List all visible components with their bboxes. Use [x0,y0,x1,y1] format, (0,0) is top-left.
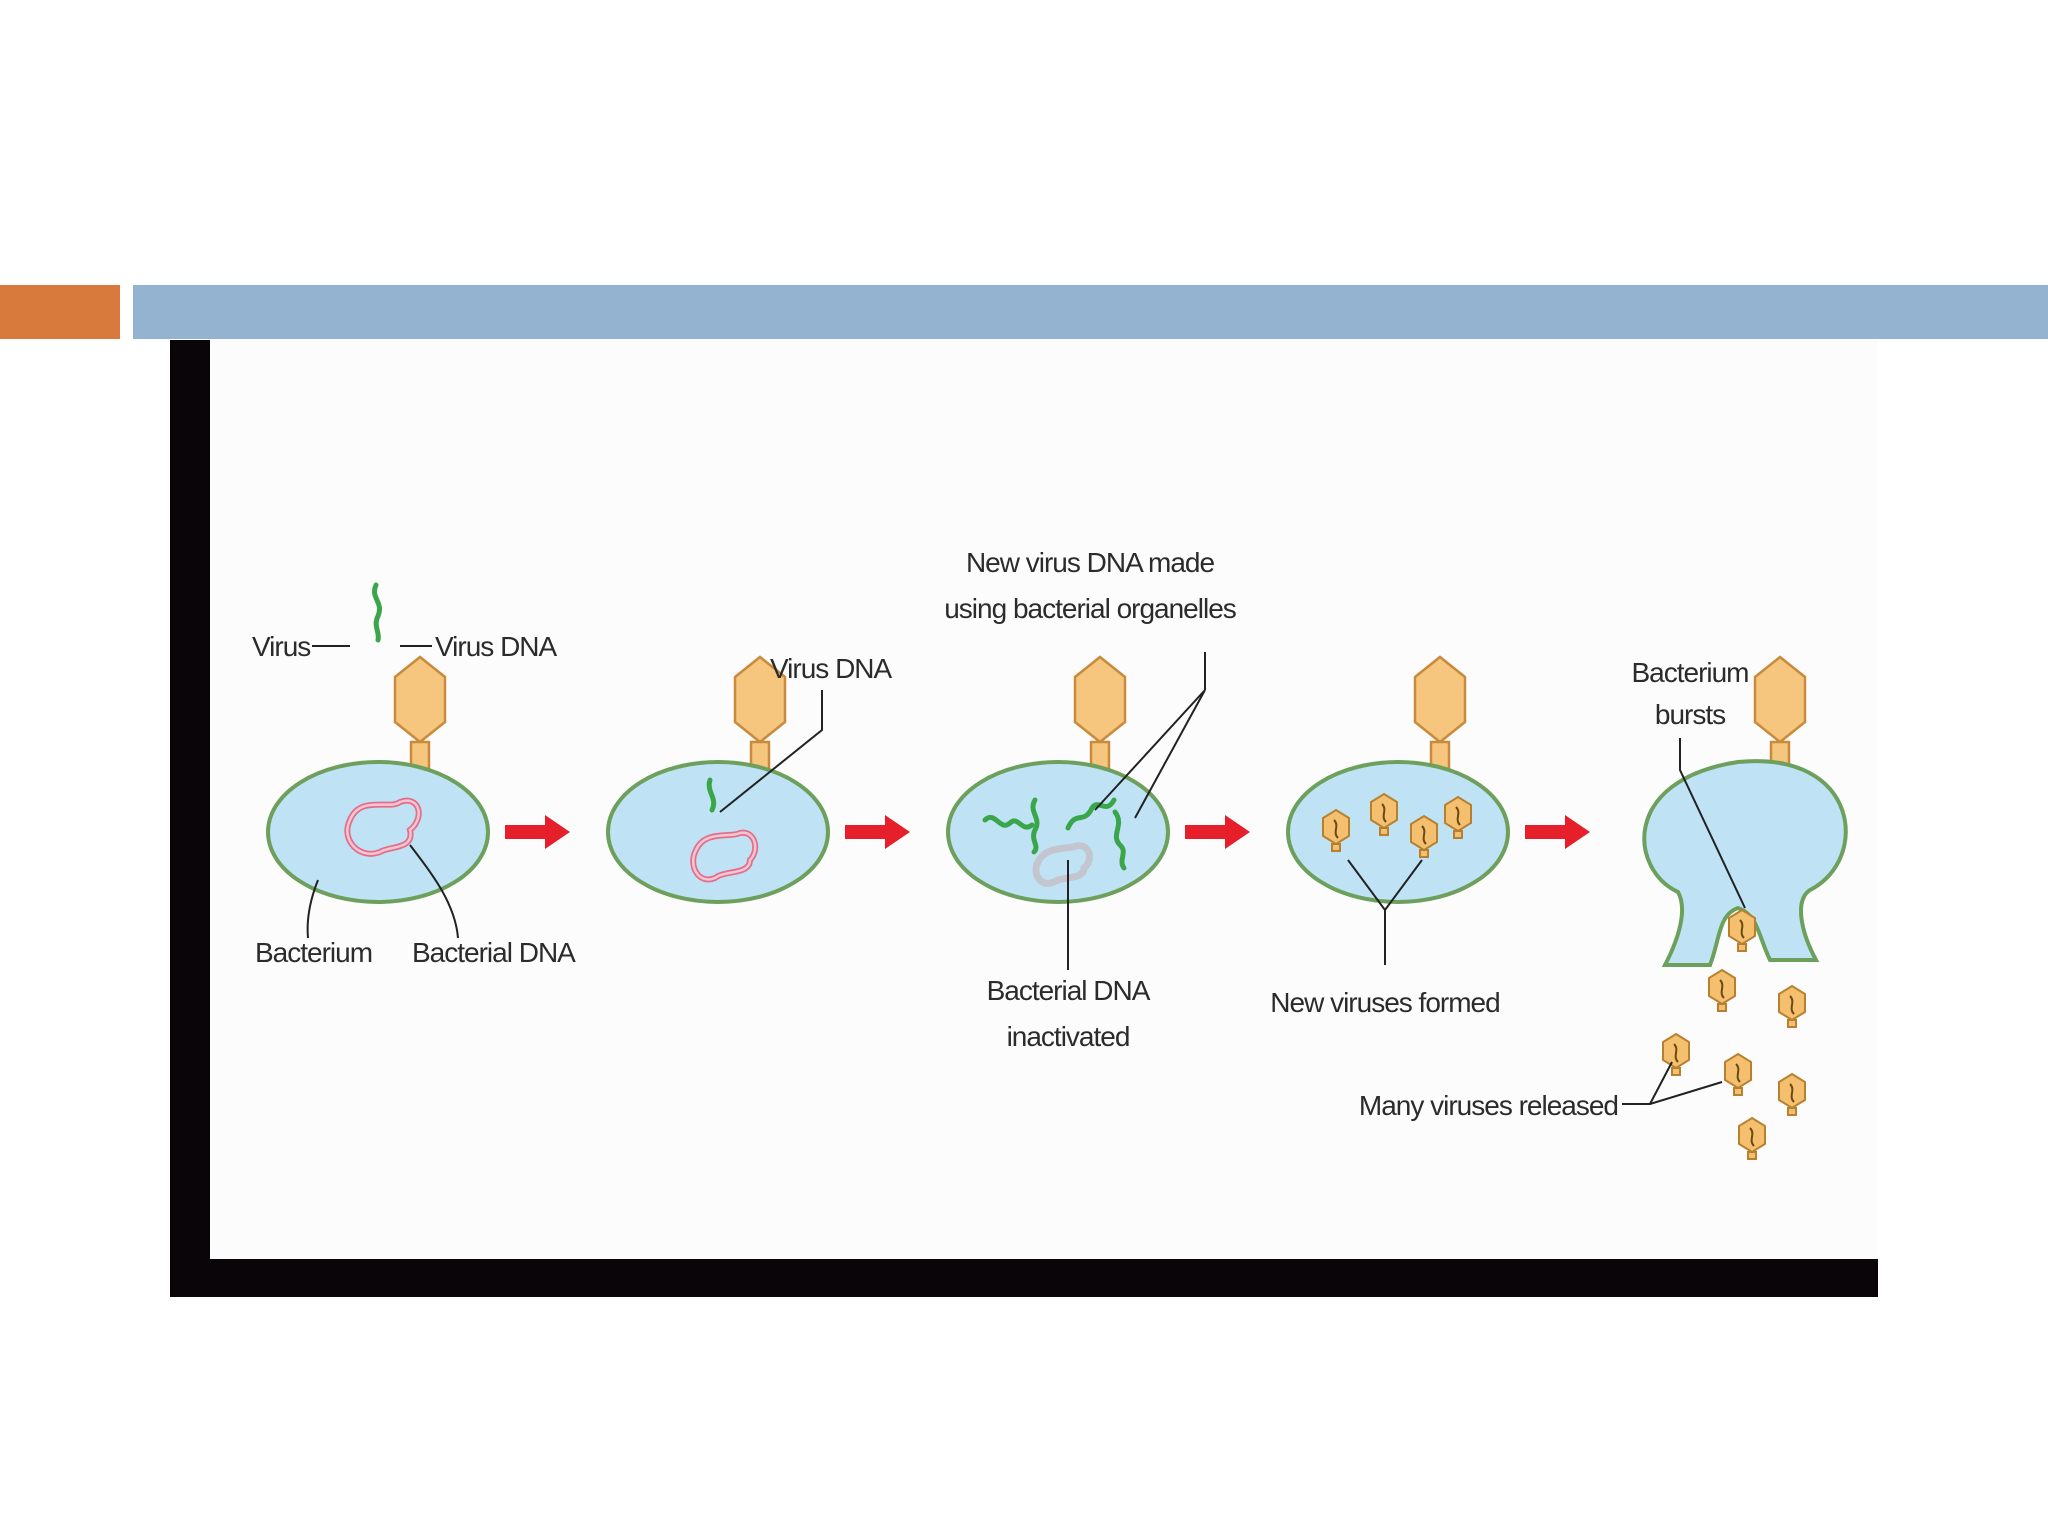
bacterium-bursts-label-line2: bursts [1655,699,1725,730]
arrow-4-icon [1525,815,1590,849]
stage-5-bacterium-bursts: Bacterium bursts Many viruses released [1359,655,1848,1160]
virus-dna-label: Virus DNA [435,631,558,662]
virus-dna-strand-icon [1112,809,1127,871]
bacterium-label: Bacterium [255,937,372,968]
stage-4-new-viruses-formed: New viruses formed [1270,655,1510,1018]
released-virus-particle-icon [1738,1117,1766,1160]
stage-3-viral-dna-replicated: New virus DNA made using bacterial organ… [944,547,1237,1052]
image-frame-left-border [170,340,210,1296]
lytic-cycle-diagram: Virus Virus DNA Bacterium Bacterial DNA … [252,547,1848,1160]
stage-2-dna-injected: Virus DNA [606,653,894,904]
bacterium-bursts-label-line1: Bacterium [1631,657,1748,688]
inactivated-bacterial-dna-icon [1032,842,1094,887]
arrow-2-icon [845,815,910,849]
bacterial-dna-inactivated-label-line1: Bacterial DNA [987,975,1151,1006]
new-virus-dna-label-line1: New virus DNA made [966,547,1215,578]
image-frame-bottom-border [170,1259,1878,1297]
many-viruses-released-label: Many viruses released [1359,1090,1618,1121]
lytic-cycle-diagram-panel: Virus Virus DNA Bacterium Bacterial DNA … [210,340,1878,1259]
arrow-3-icon [1185,815,1250,849]
virus-dna-label: Virus DNA [770,653,893,684]
released-virus-particle-icon [1662,1033,1690,1076]
virus-dna-strand-icon [372,582,382,643]
arrow-1-icon [505,815,570,849]
released-virus-particle-icon [1708,969,1736,1012]
title-header-bar [133,285,2048,339]
burst-bacterium-cell-icon [1642,759,1848,967]
virus-label: Virus [252,631,310,662]
bacterium-cell-icon [1286,760,1510,904]
virus-dna-strand-icon [982,815,1035,830]
virus-dna-strand-icon [1065,797,1117,831]
new-virus-dna-label-line2: using bacterial organelles [944,593,1236,624]
bacterial-dna-inactivated-label-line2: inactivated [1007,1021,1130,1052]
title-accent-bar [0,285,120,339]
bacterial-dna-label: Bacterial DNA [412,937,576,968]
virus-dna-strand-icon [706,777,717,813]
released-virus-particle-icon [1728,909,1756,952]
new-viruses-formed-label: New viruses formed [1270,987,1499,1018]
stage-1-virus-attaches: Virus Virus DNA Bacterium Bacterial DNA [252,582,577,968]
bacterium-cell-icon [266,760,490,904]
bacterium-cell-icon [606,760,830,904]
bacterium-cell-icon [946,760,1170,904]
released-virus-particle-icon [1778,985,1806,1028]
released-virus-particle-icon [1778,1073,1806,1116]
released-virus-particle-icon [1724,1053,1752,1096]
virus-dna-strand-icon [1030,797,1040,855]
